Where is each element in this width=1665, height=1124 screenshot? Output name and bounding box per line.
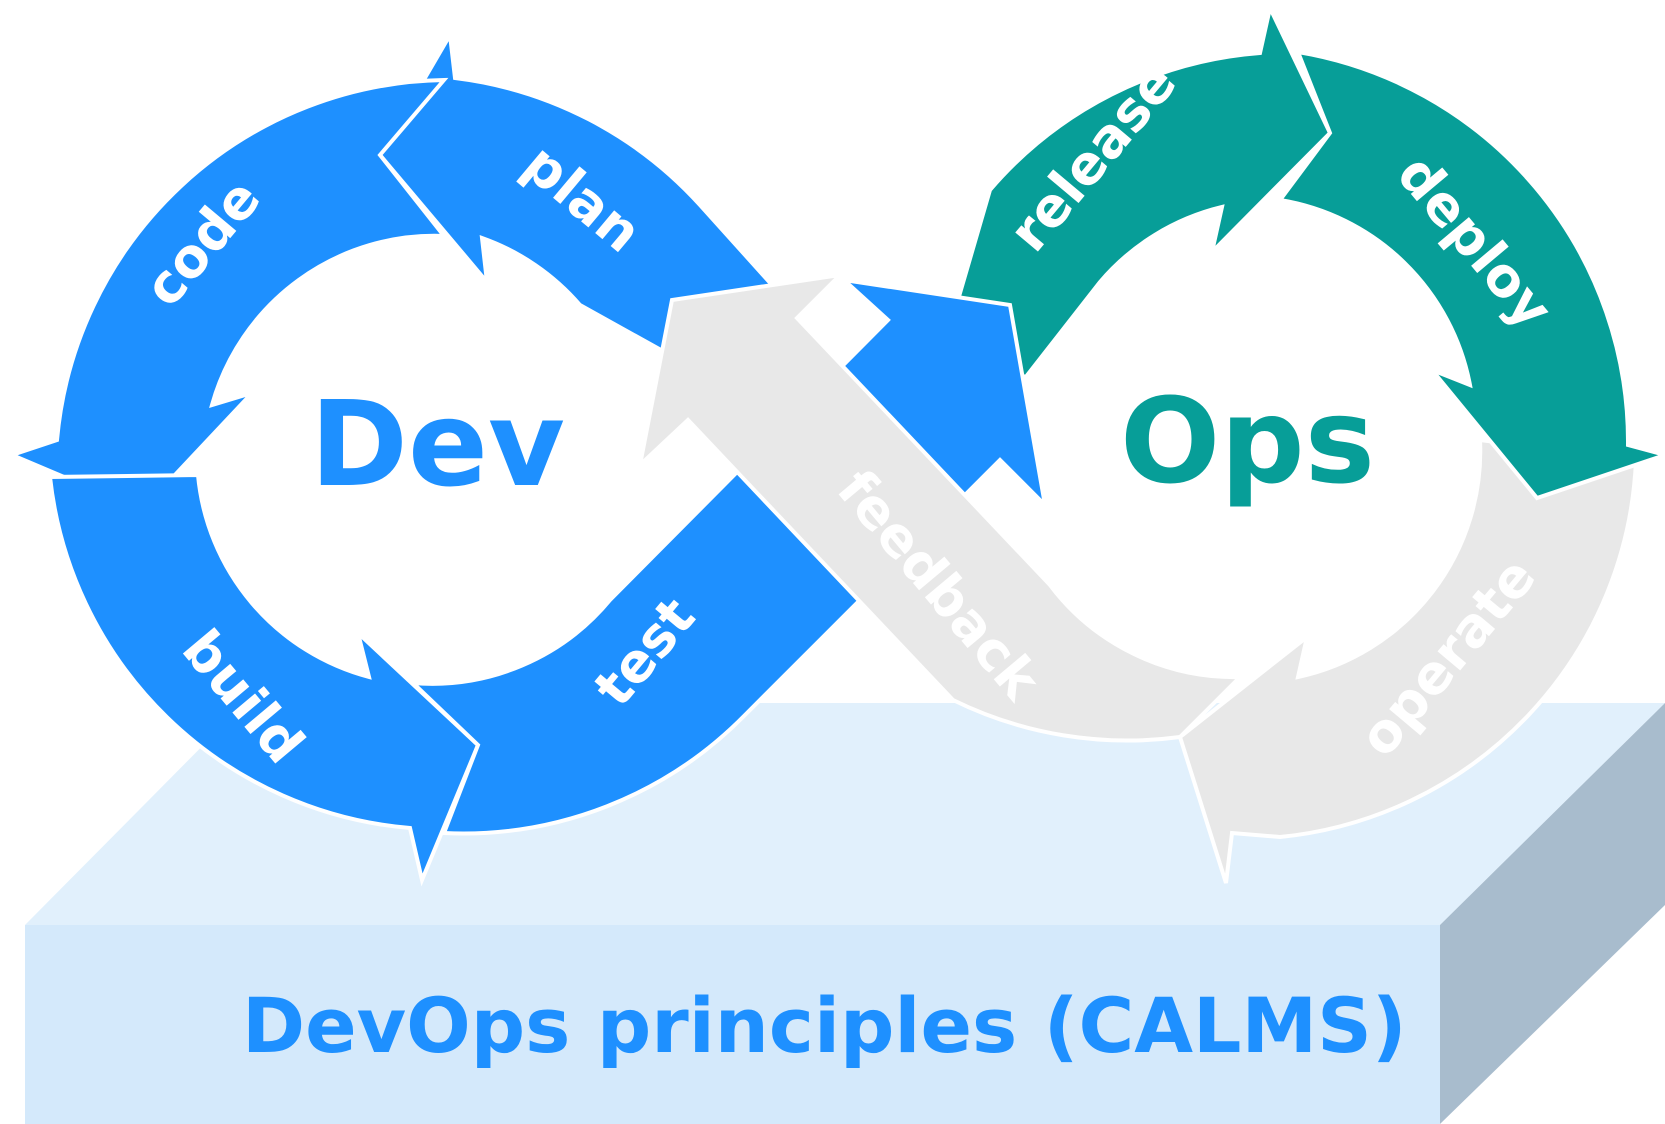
ops-loop <box>955 1 1665 884</box>
feedback-flow <box>636 272 1245 743</box>
deploy-segment <box>1276 49 1665 501</box>
ops-title: Ops <box>1120 372 1375 510</box>
code-segment <box>6 77 449 513</box>
foundation-label: DevOps principles (CALMS) <box>242 981 1407 1070</box>
foundation-side <box>1440 703 1665 1124</box>
operate-segment <box>1177 437 1639 884</box>
dev-title: Dev <box>310 375 565 513</box>
release-segment <box>955 1 1333 382</box>
foundation-front <box>25 925 1440 1124</box>
feedback-segment <box>636 272 1245 743</box>
build-segment <box>47 472 481 887</box>
